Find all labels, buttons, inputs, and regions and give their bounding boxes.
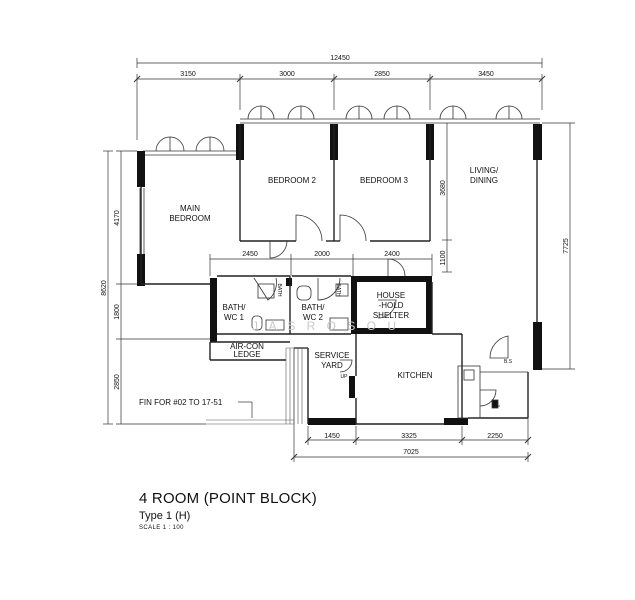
room-living-line2: DINING — [470, 176, 498, 185]
aircon-ledge-hatch — [206, 347, 308, 425]
room-living-line1: LIVING/ — [470, 166, 499, 175]
room-shelter-line2: -HOLD — [379, 301, 404, 310]
bath-tag-1: BATH — [276, 284, 282, 297]
room-service-line1: SERVICE — [315, 351, 350, 360]
dim-left-2: 1800 — [114, 304, 121, 320]
fin-leader — [238, 401, 253, 418]
dimension-lines — [103, 58, 575, 462]
dim-bottom-3: 2250 — [487, 433, 503, 440]
dim-left-1: 4170 — [114, 210, 121, 226]
dim-top-3: 2850 — [374, 71, 390, 78]
doors — [253, 214, 509, 407]
room-kitchen: KITCHEN — [397, 371, 432, 380]
dim-overall-bottom: 7025 — [403, 449, 419, 456]
room-aircon-line1: AIR-CON — [230, 342, 264, 351]
fin-note: FIN FOR #02 TO 17-51 — [139, 398, 223, 407]
dim-top-2: 3000 — [279, 71, 295, 78]
room-bath-1-line2: WC 1 — [224, 313, 245, 322]
dim-internal-3: 2400 — [384, 251, 400, 258]
plan-type: Type 1 (H) — [139, 510, 191, 522]
dim-right-1: 3680 — [440, 180, 447, 196]
room-service-line2: YARD — [321, 361, 343, 370]
dim-overall-top: 12450 — [330, 55, 350, 62]
plan-title: 4 ROOM (POINT BLOCK) — [139, 490, 317, 507]
room-shelter-line3: SHELTER — [373, 311, 410, 320]
room-bath-2-line1: BATH/ — [302, 303, 326, 312]
dim-internal-1: 2450 — [242, 251, 258, 258]
room-bath-2-line2: WC 2 — [303, 313, 324, 322]
dim-internal-2: 2000 — [314, 251, 330, 258]
room-bath-1-line1: BATH/ — [223, 303, 247, 312]
kitchen-features — [457, 365, 528, 419]
up-tag: UP — [341, 374, 349, 380]
dim-top-1: 3150 — [180, 71, 196, 78]
dim-right-outer: 7725 — [563, 238, 570, 254]
watermark: J A S R O S O U — [252, 319, 400, 333]
windows — [139, 105, 540, 254]
room-aircon-line2: LEDGE — [233, 350, 260, 359]
plan-scale: SCALE 1 : 100 — [139, 525, 184, 531]
room-labels: MAIN BEDROOM BEDROOM 2 BEDROOM 3 LIVING/… — [139, 166, 513, 407]
room-bedroom-3: BEDROOM 3 — [360, 176, 409, 185]
dim-right-2: 1100 — [440, 250, 447, 265]
bath-fixtures — [251, 283, 349, 331]
dim-left-3: 2850 — [114, 374, 121, 390]
dim-left-outer: 8620 — [101, 280, 108, 296]
partitions — [140, 124, 538, 425]
room-bedroom-2: BEDROOM 2 — [268, 176, 317, 185]
bath-tag-2: BATH — [335, 284, 341, 297]
dimension-labels: 12450 3150 3000 2850 3450 2450 2000 2400… — [101, 55, 570, 456]
room-main-bedroom-line1: MAIN — [180, 204, 200, 213]
dim-bottom-2: 3325 — [401, 433, 417, 440]
dim-bottom-1: 1450 — [324, 433, 340, 440]
dim-top-4: 3450 — [478, 71, 494, 78]
lift-tag: B.S — [504, 359, 513, 365]
room-main-bedroom-line2: BEDROOM — [169, 214, 211, 223]
room-shelter-line1: HOUSE — [377, 291, 405, 300]
